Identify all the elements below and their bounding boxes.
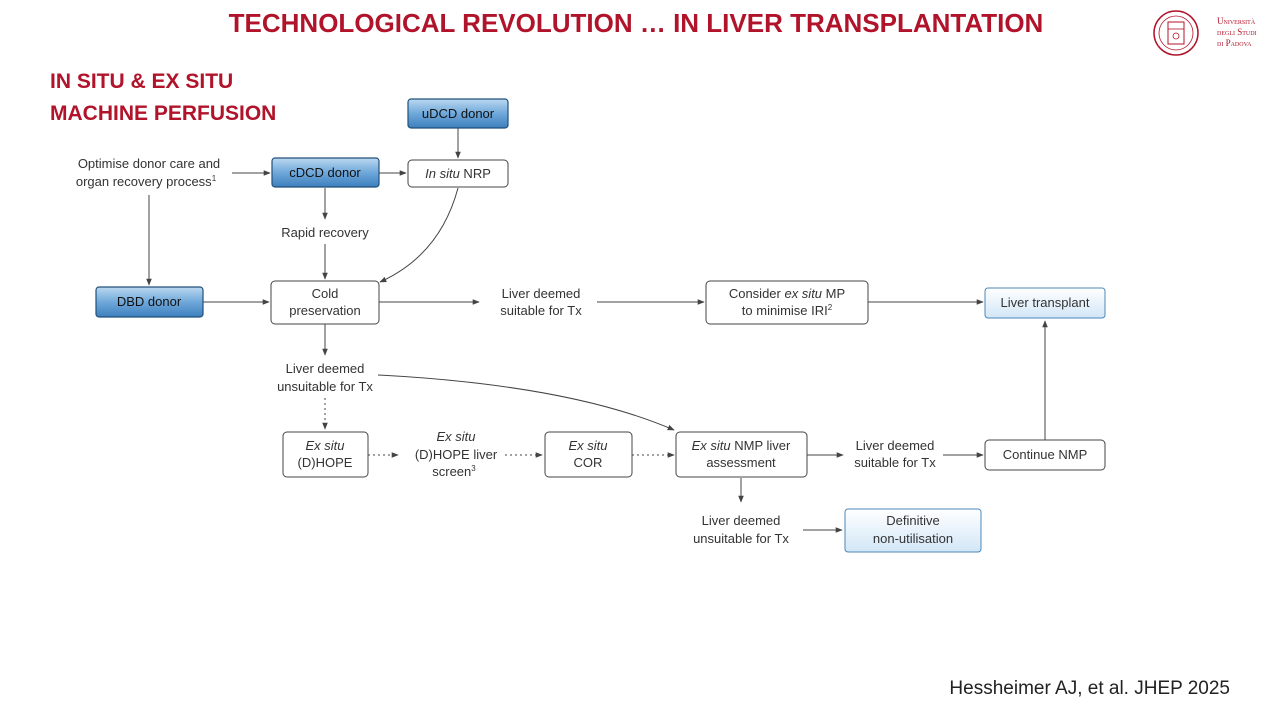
svg-text:suitable for Tx: suitable for Tx bbox=[854, 455, 936, 470]
svg-text:Ex situ: Ex situ bbox=[568, 438, 607, 453]
svg-text:DBD donor: DBD donor bbox=[117, 294, 182, 309]
node-cold-preservation: Cold preservation bbox=[270, 280, 380, 325]
node-consider-ex-situ-mp: Consider ex situ MP to minimise IRI2 bbox=[705, 280, 869, 325]
svg-text:suitable for Tx: suitable for Tx bbox=[500, 303, 582, 318]
svg-text:Continue NMP: Continue NMP bbox=[1003, 447, 1088, 462]
svg-text:Liver transplant: Liver transplant bbox=[1001, 295, 1090, 310]
svg-text:COR: COR bbox=[574, 455, 603, 470]
svg-text:Liver deemed: Liver deemed bbox=[502, 286, 581, 301]
node-ex-situ-cor: Ex situ COR bbox=[544, 431, 633, 478]
svg-text:In situ NRP: In situ NRP bbox=[425, 166, 491, 181]
svg-text:unsuitable for Tx: unsuitable for Tx bbox=[277, 379, 373, 394]
label-rapid-recovery: Rapid recovery bbox=[281, 225, 369, 240]
flow-edges bbox=[146, 128, 1048, 533]
svg-text:Liver deemed: Liver deemed bbox=[856, 438, 935, 453]
node-cdcd-donor: cDCD donor bbox=[271, 157, 380, 188]
label-liver-suitable-1: Liver deemed suitable for Tx bbox=[500, 286, 582, 318]
subtitle-line-2: MACHINE PERFUSION bbox=[50, 102, 277, 125]
label-liver-unsuitable-2: Liver deemed unsuitable for Tx bbox=[693, 513, 789, 546]
university-logo-text: Università degli Studi di Padova bbox=[1217, 16, 1257, 48]
svg-text:screen3: screen3 bbox=[432, 464, 476, 479]
node-ex-situ-nmp-assessment: Ex situ NMP liver assessment bbox=[675, 431, 808, 478]
svg-text:organ recovery process1: organ recovery process1 bbox=[76, 174, 217, 189]
citation: Hessheimer AJ, et al. JHEP 2025 bbox=[949, 678, 1230, 699]
svg-text:non-utilisation: non-utilisation bbox=[873, 531, 953, 546]
svg-text:assessment: assessment bbox=[706, 455, 776, 470]
university-seal-logo bbox=[1153, 10, 1199, 56]
svg-text:Rapid recovery: Rapid recovery bbox=[281, 225, 369, 240]
svg-text:Liver deemed: Liver deemed bbox=[702, 513, 781, 528]
svg-text:Liver deemed: Liver deemed bbox=[286, 361, 365, 376]
svg-text:Optimise donor care and: Optimise donor care and bbox=[78, 156, 220, 171]
svg-text:cDCD donor: cDCD donor bbox=[289, 165, 361, 180]
svg-text:Ex situ: Ex situ bbox=[436, 429, 475, 444]
svg-text:Definitive: Definitive bbox=[886, 513, 939, 528]
svg-text:(D)HOPE liver: (D)HOPE liver bbox=[415, 447, 498, 462]
subtitle-line-1: IN SITU & EX SITU bbox=[50, 70, 234, 93]
label-dhope-liver-screen: Ex situ (D)HOPE liver screen3 bbox=[415, 429, 498, 479]
node-udcd-donor: uDCD donor bbox=[407, 98, 509, 129]
svg-text:unsuitable for Tx: unsuitable for Tx bbox=[693, 531, 789, 546]
node-liver-transplant: Liver transplant bbox=[984, 287, 1106, 319]
node-dbd-donor: DBD donor bbox=[95, 286, 204, 318]
label-optimise-donor-care: Optimise donor care and organ recovery p… bbox=[76, 156, 220, 189]
node-ex-situ-dhope: Ex situ (D)HOPE bbox=[282, 431, 369, 478]
node-in-situ-nrp: In situ NRP bbox=[407, 159, 509, 188]
slide-title: TECHNOLOGICAL REVOLUTION … IN LIVER TRAN… bbox=[228, 8, 1044, 38]
label-liver-suitable-2: Liver deemed suitable for Tx bbox=[854, 438, 936, 470]
svg-text:(D)HOPE: (D)HOPE bbox=[298, 455, 353, 470]
svg-text:to minimise IRI2: to minimise IRI2 bbox=[742, 303, 833, 318]
svg-text:Ex situ NMP liver: Ex situ NMP liver bbox=[692, 438, 791, 453]
svg-text:preservation: preservation bbox=[289, 303, 361, 318]
node-definitive-non-utilisation: Definitive non-utilisation bbox=[844, 508, 982, 553]
svg-text:Cold: Cold bbox=[312, 286, 339, 301]
svg-text:Ex situ: Ex situ bbox=[305, 438, 344, 453]
svg-text:Consider ex situ MP: Consider ex situ MP bbox=[729, 286, 845, 301]
label-liver-unsuitable-1: Liver deemed unsuitable for Tx bbox=[277, 361, 373, 394]
svg-text:uDCD donor: uDCD donor bbox=[422, 106, 495, 121]
node-continue-nmp: Continue NMP bbox=[984, 439, 1106, 471]
